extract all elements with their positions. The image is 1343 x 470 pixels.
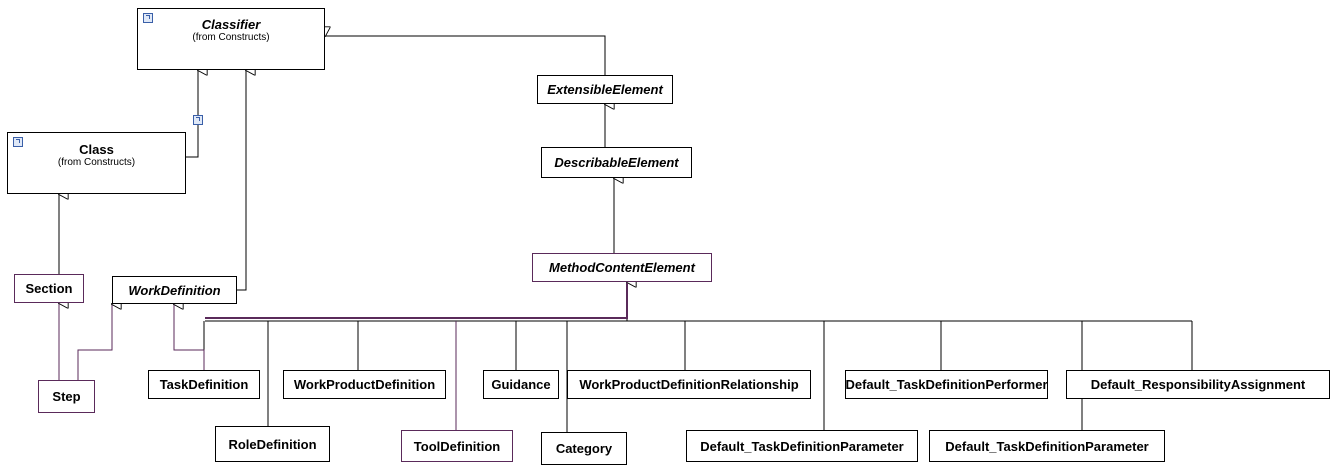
step-box[interactable]: Step [38, 380, 95, 413]
class-box[interactable]: Class (from Constructs) [7, 132, 186, 194]
tool-definition-box[interactable]: ToolDefinition [401, 430, 513, 462]
default-responsibility-assignment-box[interactable]: Default_ResponsibilityAssignment [1066, 370, 1330, 399]
category-box[interactable]: Category [541, 432, 627, 465]
default-task-definition-parameter-box[interactable]: Default_TaskDefinitionParameter [686, 430, 918, 462]
tool-definition-name: ToolDefinition [413, 438, 501, 454]
default-task-definition-parameter-name: Default_TaskDefinitionParameter [945, 438, 1149, 454]
default-task-definition-parameter-name: Default_TaskDefinitionParameter [700, 438, 904, 454]
class-origin: (from Constructs) [57, 157, 136, 168]
classifier-origin: (from Constructs) [192, 32, 270, 43]
step-name: Step [52, 389, 81, 404]
method-content-element-name: MethodContentElement [549, 260, 695, 275]
default-task-definition-parameter-box[interactable]: Default_TaskDefinitionParameter [929, 430, 1165, 462]
method-content-element-box[interactable]: MethodContentElement [532, 253, 712, 282]
task-definition-box[interactable]: TaskDefinition [148, 370, 260, 399]
default-task-definition-performer-box[interactable]: Default_TaskDefinitionPerformer [845, 370, 1048, 399]
extensible-to-classifier-edge [325, 36, 606, 75]
section-box[interactable]: Section [14, 274, 84, 303]
category-name: Category [555, 441, 613, 456]
extensible-element-name: ExtensibleElement [547, 82, 663, 97]
guidance-name: Guidance [491, 377, 551, 392]
role-definition-name: RoleDefinition [228, 436, 317, 452]
role-definition-box[interactable]: RoleDefinition [215, 426, 330, 462]
work-definition-name: WorkDefinition [128, 282, 221, 298]
work-product-definition-relationship-name: WorkProductDefinitionRelationship [579, 377, 799, 392]
guidance-box[interactable]: Guidance [483, 370, 559, 399]
reference-icon [143, 13, 153, 23]
reference-icon [13, 137, 23, 147]
default-responsibility-assignment-name: Default_ResponsibilityAssignment [1090, 377, 1306, 392]
class-name: Class [79, 142, 114, 157]
default-task-definition-performer-name: Default_TaskDefinitionPerformer [845, 377, 1048, 392]
work-product-definition-relationship-box[interactable]: WorkProductDefinitionRelationship [567, 370, 811, 399]
work-definition-box[interactable]: WorkDefinition [112, 276, 237, 304]
step-to-workdefinition-edge [77, 304, 112, 380]
describable-element-name: DescribableElement [554, 155, 679, 170]
taskdefinition-to-workdefinition-edge [174, 304, 205, 370]
workdefinition-to-classifier-edge [237, 70, 246, 291]
task-definition-name: TaskDefinition [159, 377, 249, 392]
classifier-class-box[interactable]: Classifier (from Constructs) [137, 8, 325, 70]
work-product-definition-box[interactable]: WorkProductDefinition [283, 370, 446, 399]
section-name: Section [25, 281, 73, 296]
classifier-name: Classifier [201, 17, 261, 32]
extensible-element-box[interactable]: ExtensibleElement [537, 75, 673, 104]
describable-element-box[interactable]: DescribableElement [541, 147, 692, 178]
work-product-definition-name: WorkProductDefinition [293, 377, 436, 392]
reference-icon [193, 115, 203, 125]
class-to-classifier-edge [186, 70, 198, 158]
